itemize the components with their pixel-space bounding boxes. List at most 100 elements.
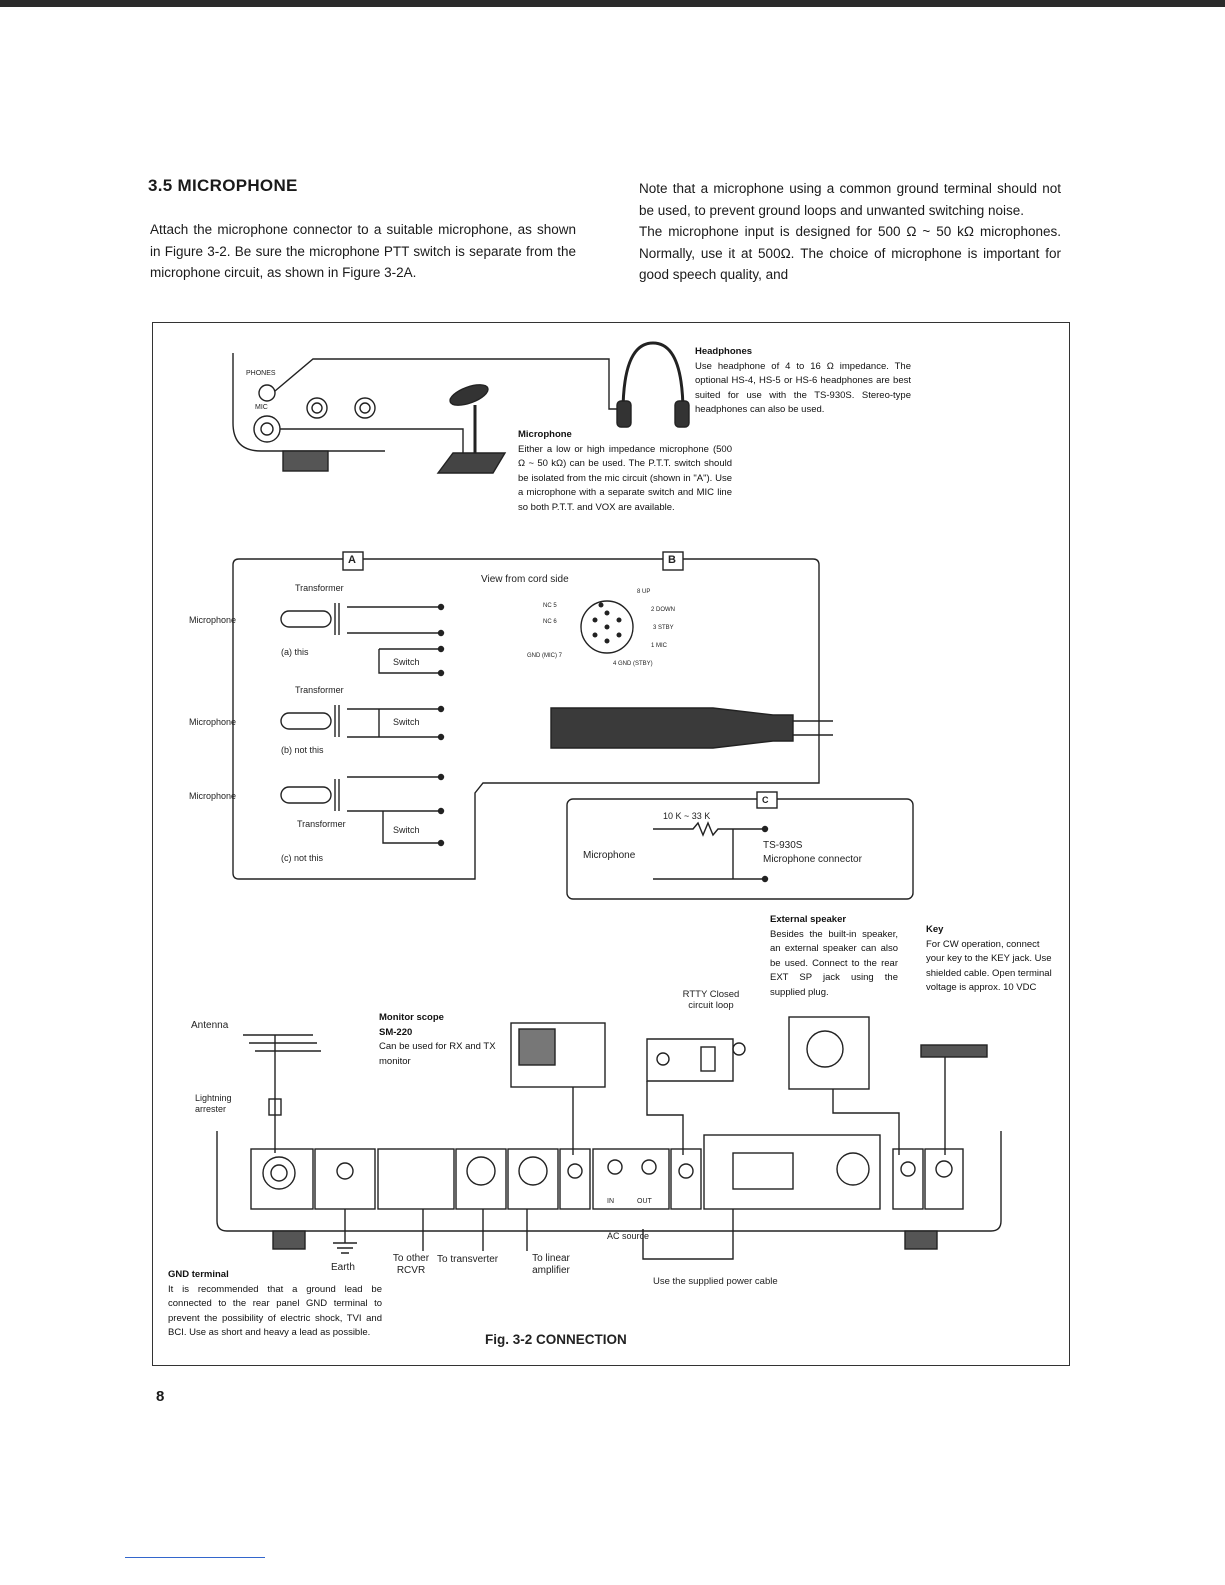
phone-patch-jacks <box>593 1149 669 1209</box>
rtty-coil <box>701 1047 715 1071</box>
phones-cable <box>275 359 623 409</box>
gnd-title: GND terminal <box>168 1269 229 1280</box>
ac-inlet-plate <box>704 1135 880 1209</box>
box-a-label: A <box>348 553 356 567</box>
key-title: Key <box>926 924 943 935</box>
figure-caption: Fig. 3-2 CONNECTION <box>485 1333 627 1347</box>
ifout-jack <box>560 1149 590 1209</box>
microphone-label-b: Microphone <box>189 715 236 729</box>
ant-socket <box>251 1149 313 1209</box>
speaker-cable <box>833 1089 899 1155</box>
transformer-a-lines <box>347 607 441 633</box>
page-number: 8 <box>156 1388 164 1405</box>
power-cable-label: Use the supplied power cable <box>653 1275 778 1289</box>
to-linear-label: To linear amplifier <box>523 1253 579 1277</box>
connector-name: Microphone connector <box>763 853 862 867</box>
rtty-loop <box>647 1039 733 1081</box>
mic-capsule-a <box>281 611 331 627</box>
microphone-label-a: Microphone <box>189 613 236 627</box>
mic-capsule-b <box>281 713 331 729</box>
monitor-note: Monitor scope SM-220 Can be used for RX … <box>379 1011 509 1069</box>
box-c-label: C <box>762 793 769 807</box>
pin-5: NC 5 <box>543 599 557 613</box>
phones-label: PHONES <box>246 367 276 381</box>
plug-cable <box>793 721 833 735</box>
view-label: View from cord side <box>481 573 569 587</box>
pin-2: 2 DOWN <box>651 603 675 617</box>
desk-mic-base <box>438 453 505 473</box>
key-text: For CW operation, connect your key to th… <box>926 939 1052 994</box>
external-speaker-text: Besides the built-in speaker, an externa… <box>770 929 898 998</box>
monitor-model: SM-220 <box>379 1027 412 1038</box>
headphones-note: Headphones Use headphone of 4 to 16 Ω im… <box>695 345 911 418</box>
switch-label-a: Switch <box>393 655 420 669</box>
right-text-2: The microphone input is designed for 500… <box>639 221 1061 286</box>
ac-source-label: AC source <box>607 1229 649 1243</box>
mic-label: MIC <box>255 401 268 415</box>
box-c-microphone: Microphone <box>583 849 635 863</box>
cw-key <box>921 1045 987 1057</box>
arrester-label: Lightning arrester <box>195 1093 255 1115</box>
gnd-text: It is recommended that a ground lead be … <box>168 1284 382 1339</box>
microphone-note: Microphone Either a low or high impedanc… <box>518 428 732 515</box>
pin-8: 8 UP <box>637 585 650 599</box>
exverter-socket <box>456 1149 506 1209</box>
power-cable <box>643 1209 733 1259</box>
left-text: Attach the microphone connector to a sui… <box>150 219 576 284</box>
pin-6: NC 6 <box>543 615 557 629</box>
rear-panel-outline <box>217 1131 1001 1231</box>
transformer-label-c: Transformer <box>297 817 346 831</box>
ext-sp-jack <box>893 1149 923 1209</box>
left-paragraph: Attach the microphone connector to a sui… <box>150 219 576 284</box>
external-speaker-title: External speaker <box>770 914 846 925</box>
desk-mic-head <box>447 381 490 410</box>
box-c-resistor-line <box>653 823 765 835</box>
rtty-source <box>733 1043 745 1055</box>
box-c-lines <box>653 829 765 879</box>
fuse-holder <box>837 1153 869 1185</box>
front-knob-2 <box>355 398 375 418</box>
transformer-core-a <box>335 603 339 635</box>
headphones-title: Headphones <box>695 346 752 357</box>
rear-out-label: OUT <box>637 1195 652 1209</box>
box-b-label: B <box>668 553 676 567</box>
top-edge <box>0 0 1225 7</box>
external-speaker <box>789 1017 869 1089</box>
connection-figure: PHONES MIC Headphones Use headphone of 4… <box>152 322 1070 1366</box>
bottom-link-rule <box>125 1557 265 1558</box>
to-other-label: To other RCVR <box>382 1253 440 1277</box>
switch-label-b: Switch <box>393 715 420 729</box>
key-note: Key For CW operation, connect your key t… <box>926 923 1054 996</box>
pin-1: 1 MIC <box>651 639 667 653</box>
front-knob-1 <box>307 398 327 418</box>
rear-foot-right <box>905 1231 937 1249</box>
right-text-1: Note that a microphone using a common gr… <box>639 178 1061 221</box>
monitor-title: Monitor scope <box>379 1012 444 1023</box>
case-c-label: (c) not this <box>281 851 323 865</box>
headphone-left <box>617 401 631 427</box>
mic-plug <box>551 708 793 748</box>
pin-7: GND (MIC) 7 <box>527 649 562 663</box>
mic-capsule-c <box>281 787 331 803</box>
right-paragraph: Note that a microphone using a common gr… <box>639 178 1061 286</box>
microphone-label-c: Microphone <box>189 789 236 803</box>
microphone-title: Microphone <box>518 429 572 440</box>
pin-3: 3 STBY <box>653 621 674 635</box>
microphone-text: Either a low or high impedance microphon… <box>518 444 732 513</box>
monitor-text: Can be used for RX and TX monitor <box>379 1041 496 1067</box>
output-arrows <box>423 1209 527 1251</box>
connector-model: TS-930S <box>763 839 802 853</box>
remote-socket <box>508 1149 558 1209</box>
rtty-jack <box>671 1149 701 1209</box>
front-foot <box>283 451 328 471</box>
mic-amp-switch <box>378 1149 454 1209</box>
key-jack <box>925 1149 963 1209</box>
transformer-core-b <box>335 705 339 737</box>
pin-4: 4 GND (STBY) <box>613 657 653 671</box>
phones-jack <box>259 385 275 401</box>
ac-inlet <box>733 1153 793 1189</box>
rear-in-label: IN <box>607 1195 614 1209</box>
mic-jack <box>254 416 280 442</box>
transformer-label-b: Transformer <box>295 683 344 697</box>
headphones-band <box>623 343 683 413</box>
